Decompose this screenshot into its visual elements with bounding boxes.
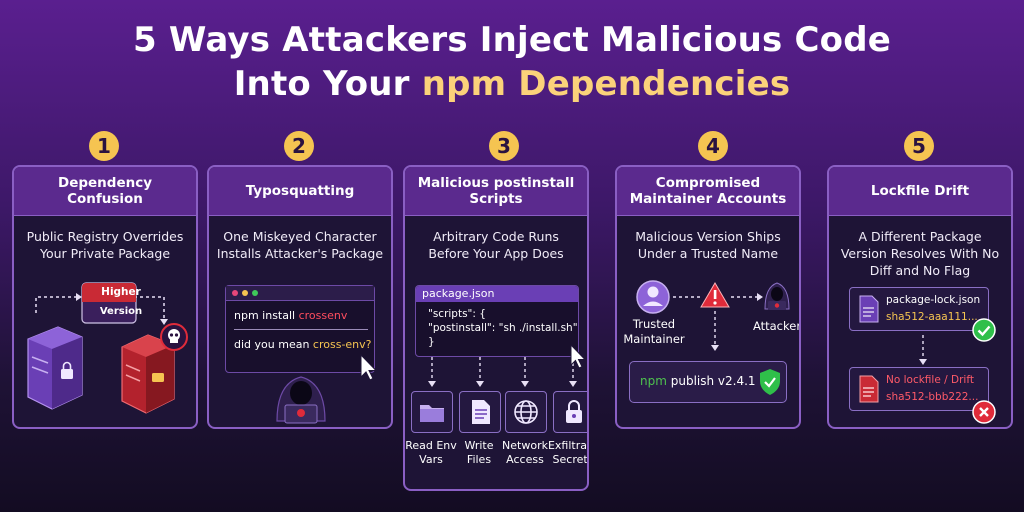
card-title: Compromised Maintainer Accounts [617,167,799,216]
drift-hash: sha512-bbb222... [886,391,979,403]
file-name: package.json [416,286,578,302]
effect-label-network: Network Access [502,439,548,466]
globe-icon [505,391,547,433]
effect-label-exfiltrate: Exfiltrate Secrets [547,439,588,466]
title-line-1: 5 Ways Attackers Inject Malicious Code [132,20,892,60]
postinstall-arrows [428,345,587,387]
hacker-icon [276,376,326,424]
publish-command: npm publish v2.4.1 [640,374,756,388]
code-block: "scripts": { "postinstall": "sh ./instal… [428,308,578,348]
terminal-window: npm install crossenv did you mean cross-… [225,285,375,373]
folder-icon [411,391,453,433]
card-compromised-maintainer: Compromised Maintainer Accounts Maliciou… [615,165,801,429]
terminal-suggestion: did you mean cross-env? [234,338,372,351]
card-dependency-confusion: Dependency Confusion Public Registry Ove… [12,165,198,429]
page-title: 5 Ways Attackers Inject Malicious Code I… [0,18,1024,106]
cursor-icon [360,353,378,381]
npm-publish-box: npm publish v2.4.1 [629,361,787,403]
drift-label: No lockfile / Drift [886,374,974,386]
hacker-icon [764,282,790,310]
step-number-4: 4 [698,131,728,161]
user-icon [636,280,670,314]
lockfile-name: package-lock.json [886,294,981,306]
step-number-1: 1 [89,131,119,161]
cursor-icon [570,345,587,369]
typosquatting-illustration [276,353,378,424]
file-icon [459,391,501,433]
maintainer-illustration [636,280,790,351]
card-title: Lockfile Drift [829,167,1011,216]
title-line-2: Into Your npm Dependencies [0,62,1024,106]
card-description: One Miskeyed Character Installs Attacker… [216,229,384,261]
shield-check-icon [760,369,780,395]
higher-label: Higher [101,286,141,298]
card-description: Malicious Version Ships Under a Trusted … [635,229,781,261]
document-icon [859,295,879,323]
attacker-label: Attacker [752,319,801,333]
x-icon [972,400,996,424]
trusted-maintainer-label: Trusted Maintainer [623,317,685,346]
card-description: Arbitrary Code Runs Before Your App Does [428,229,564,261]
step-number-5: 5 [904,131,934,161]
effect-label-write-files: Write Files [464,439,494,466]
check-icon [972,318,996,342]
card-title: Dependency Confusion [14,167,196,216]
card-description: Public Registry Overrides Your Private P… [26,229,184,261]
title-highlight: npm Dependencies [421,64,791,104]
warning-icon [700,282,730,308]
lockfile-box: package-lock.json sha512-aaa111... [849,287,989,331]
card-title: Malicious postinstall Scripts [405,167,587,216]
title-prefix: Into Your [233,64,422,104]
lockfile-hash: sha512-aaa111... [886,311,978,323]
document-icon [859,375,879,403]
card-lockfile-drift: Lockfile Drift A Different Package Versi… [827,165,1013,429]
terminal-command: npm install crossenv [234,309,348,322]
effect-label-read-env: Read Env Vars [405,439,457,466]
card-title: Typosquatting [209,167,391,216]
package-json-window: package.json "scripts": { "postinstall":… [415,285,579,357]
card-description: A Different Package Version Resolves Wit… [840,229,1000,278]
lock-icon [553,391,587,433]
version-label: Version [99,306,143,317]
step-number-3: 3 [489,131,519,161]
server-lock-icon [27,326,83,410]
flow-arrow [919,335,927,365]
server-skull-icon [121,323,188,414]
card-typosquatting: Typosquatting One Miskeyed Character Ins… [207,165,393,429]
card-malicious-postinstall: Malicious postinstall Scripts Arbitrary … [403,165,589,491]
drift-box: No lockfile / Drift sha512-bbb222... [849,367,989,411]
dependency-confusion-illustration [27,282,188,414]
step-number-2: 2 [284,131,314,161]
